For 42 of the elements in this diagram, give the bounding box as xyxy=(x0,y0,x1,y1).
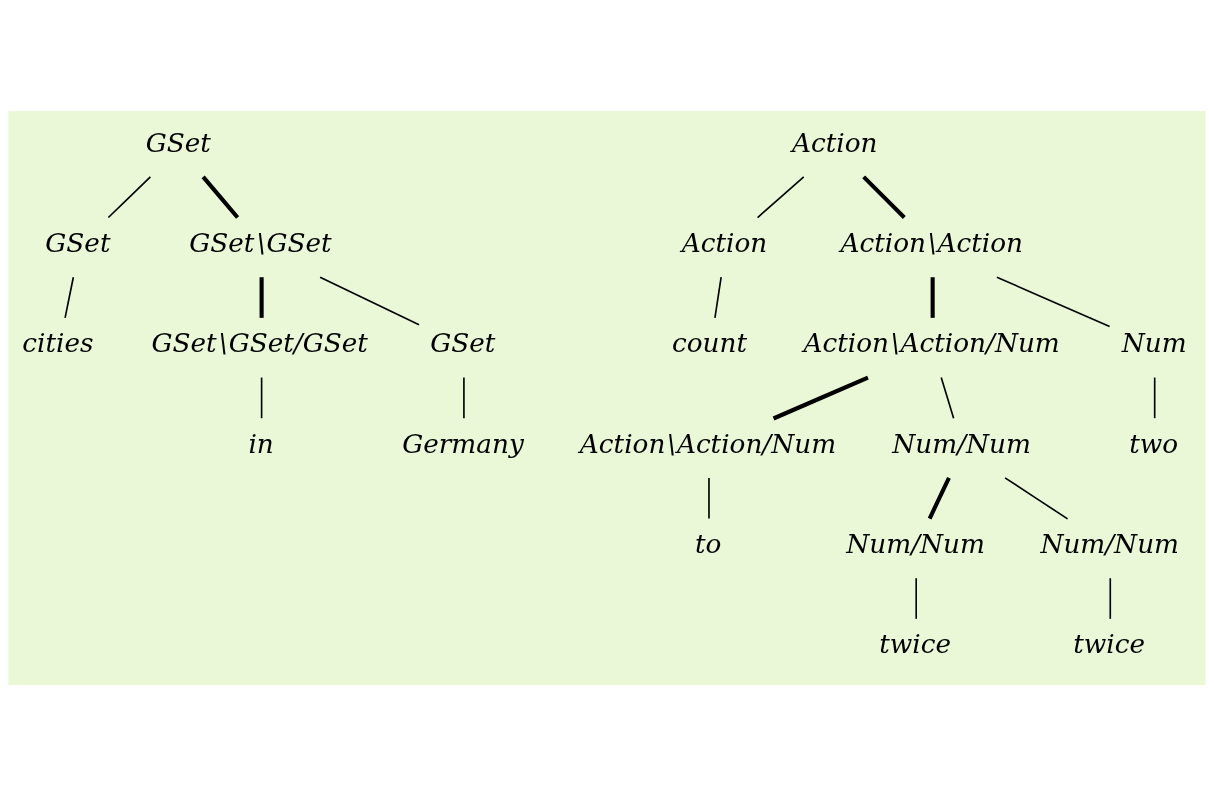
connector xyxy=(930,277,935,318)
connector xyxy=(64,276,75,319)
node-text: GSet xyxy=(45,228,111,259)
connector xyxy=(940,376,955,419)
node-text: Num/Num xyxy=(846,529,985,560)
node-text: Action\Action/Num xyxy=(579,428,837,459)
connector xyxy=(319,276,420,326)
node-text: Germany xyxy=(402,428,524,459)
connector xyxy=(107,176,152,219)
node-text: Action xyxy=(681,228,768,259)
node-text: GSet xyxy=(430,328,496,359)
node-text: Action\Action/Num xyxy=(803,328,1060,359)
node-text: twice xyxy=(1073,629,1146,660)
node-text: twice xyxy=(879,629,951,660)
connector xyxy=(201,175,240,219)
node-text: Action\Action xyxy=(840,228,1024,259)
connector xyxy=(260,376,263,419)
connector xyxy=(708,477,710,520)
connector xyxy=(463,376,465,419)
connector xyxy=(259,277,264,318)
connector xyxy=(756,176,805,219)
connector xyxy=(915,577,918,620)
connector xyxy=(1153,376,1156,419)
connector xyxy=(714,276,722,319)
node-text: GSet xyxy=(145,127,211,158)
node-text: two xyxy=(1129,428,1179,459)
connector xyxy=(862,175,906,219)
node-text: Num/Num xyxy=(1040,529,1179,560)
node-text: Num xyxy=(1121,328,1187,359)
node-text: Num/Num xyxy=(892,428,1031,459)
connector xyxy=(1109,577,1112,620)
node-text: GSet\GSet/GSet xyxy=(151,328,368,359)
node-text: cities xyxy=(22,328,94,359)
node-text: GSet\GSet xyxy=(189,228,332,259)
node-text: Action xyxy=(792,127,878,158)
node-text: to xyxy=(694,529,722,560)
connector xyxy=(772,375,869,421)
connector xyxy=(1004,477,1069,520)
connector xyxy=(927,477,951,520)
node-text: in xyxy=(248,428,274,459)
connector xyxy=(996,276,1111,328)
node-text: count xyxy=(671,328,747,359)
